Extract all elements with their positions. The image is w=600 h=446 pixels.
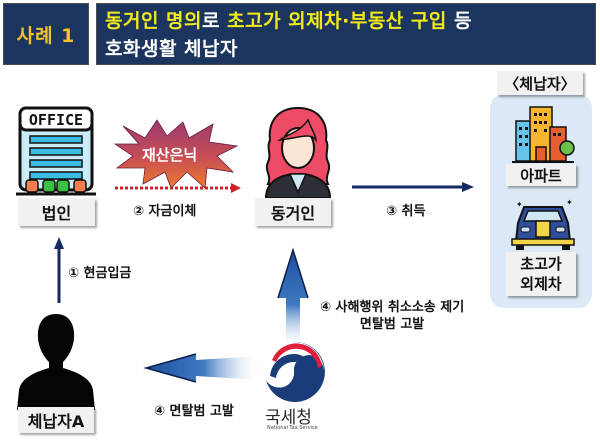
apartment-label: 아파트 — [506, 164, 576, 186]
nts-lawsuit-arrow-icon — [277, 247, 309, 350]
page-title: 동거인 명의로 초고가 외제차·부동산 구입 등 호화생활 체납자 — [96, 3, 596, 65]
transfer-dotted-arrow-icon — [115, 183, 241, 193]
person-silhouette-icon — [17, 314, 95, 410]
flow-step-3-label: ③ 취득 — [386, 204, 426, 219]
delinquent-assets-panel-header: 〈체납자〉 — [497, 71, 583, 95]
title-line-2: 호화생활 체납자 — [105, 38, 238, 60]
woman-avatar-icon — [264, 106, 332, 199]
hidden-assets-badge-text: 재산은닉 — [142, 146, 198, 164]
nts-name: 국세청 — [265, 408, 312, 428]
title-highlight-purchase: 초고가 외제차·부동산 구입 — [227, 10, 447, 32]
svg-text:OFFICE: OFFICE — [29, 111, 83, 129]
delinquent-a-label: 체납자A — [18, 407, 94, 433]
case-number-badge: 사례 1 — [3, 3, 89, 65]
title-line-1: 동거인 명의로 초고가 외제차·부동산 구입 등 — [105, 7, 595, 35]
title-highlight-cohabitant: 동거인 명의 — [105, 10, 203, 32]
nts-prosecution-arrow-icon — [143, 353, 262, 383]
cash-deposit-arrow-icon — [54, 237, 64, 303]
title-suffix: 등 — [446, 10, 472, 32]
flow-step-2-label: ② 자금이체 — [133, 204, 197, 219]
case-number-label: 사례 1 — [16, 24, 76, 47]
nts-subtitle: National Tax Service — [267, 425, 318, 431]
cohabitant-label: 동거인 — [255, 198, 331, 226]
flow-step-4b-label: ④ 면탈범 고발 — [154, 404, 234, 419]
hidden-assets-starburst-icon — [113, 119, 239, 189]
flow-step-4a-label: ④ 사해행위 취소소송 제기 면탈범 고발 — [320, 300, 465, 332]
luxury-car-label: 초고가 외제차 — [506, 252, 576, 296]
flow-step-1-label: ① 현금입금 — [68, 266, 132, 281]
luxury-car-icon: ✦✦ — [511, 198, 575, 250]
title-connector: 로 — [202, 10, 228, 32]
acquire-arrow-icon — [352, 182, 474, 192]
svg-text:✦: ✦ — [516, 200, 523, 209]
apartment-icon — [512, 106, 575, 163]
office-building-icon: OFFICE — [16, 106, 96, 196]
nts-logo-icon — [264, 341, 325, 402]
corporation-label: 법인 — [18, 198, 95, 226]
svg-text:✦: ✦ — [566, 198, 573, 207]
